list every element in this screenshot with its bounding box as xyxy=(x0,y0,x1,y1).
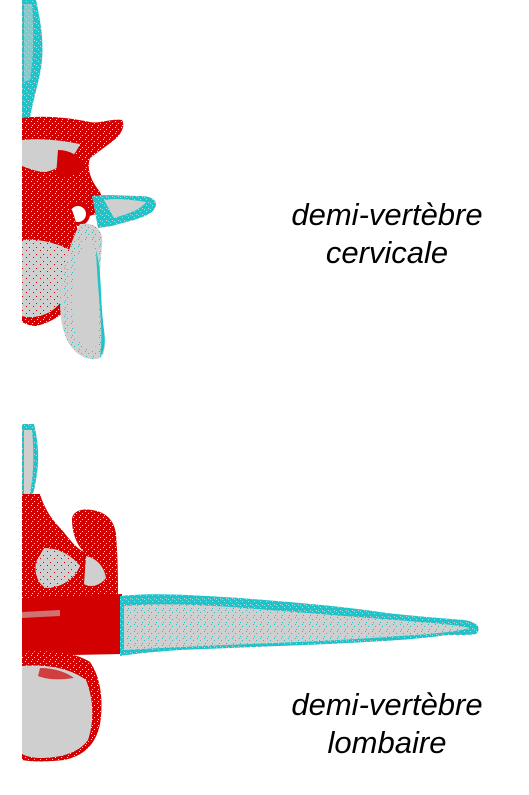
lumbar-caption-line2: lombaire xyxy=(257,724,517,762)
lumbar-caption: demi-vertèbre lombaire xyxy=(257,686,517,762)
cervical-caption: demi-vertèbre cervicale xyxy=(257,196,517,272)
cervical-caption-line1: demi-vertèbre xyxy=(257,196,517,234)
cervical-caption-line2: cervicale xyxy=(257,234,517,272)
lumbar-caption-line1: demi-vertèbre xyxy=(257,686,517,724)
cervical-vertebra-drawing xyxy=(22,0,156,359)
lumbar-pedicle xyxy=(22,594,122,656)
lumbar-lamina xyxy=(22,494,118,600)
